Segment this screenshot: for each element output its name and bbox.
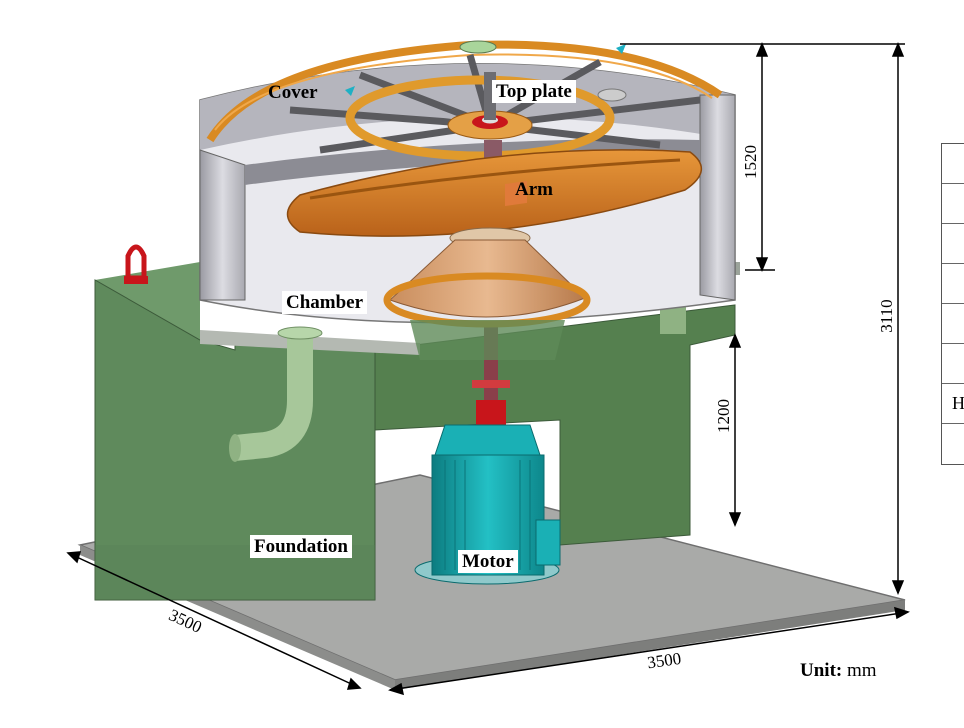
unit-value: mm [846, 660, 877, 681]
dim-total-height: 3110 [877, 299, 896, 332]
table-row [942, 424, 964, 463]
table-row [942, 344, 964, 384]
dim-lower-height: 1200 [714, 399, 733, 433]
label-chamber: Chamber [282, 291, 368, 314]
table-row [942, 264, 964, 304]
table-row: H [942, 384, 964, 424]
table-row [942, 184, 964, 224]
unit-note: Unit: mm [800, 660, 877, 682]
label-cover: Cover [268, 82, 318, 103]
table-row [942, 224, 964, 264]
cone-hub [383, 180, 591, 360]
dim-width: 3500 [646, 649, 682, 673]
motor-body [414, 424, 561, 585]
label-foundation: Foundation [250, 535, 352, 558]
label-top-plate: Top plate [492, 80, 576, 103]
rotor-arm [286, 149, 702, 237]
table-row [942, 304, 964, 344]
unit-label: Unit: [800, 660, 843, 681]
dim-upper-height: 1520 [741, 145, 760, 179]
label-arm: Arm [515, 179, 553, 200]
label-motor: Motor [458, 550, 518, 573]
dim-depth: 3500 [166, 605, 205, 637]
dimension-lines [66, 42, 910, 696]
table-row [942, 144, 964, 184]
side-table: H [941, 143, 964, 465]
